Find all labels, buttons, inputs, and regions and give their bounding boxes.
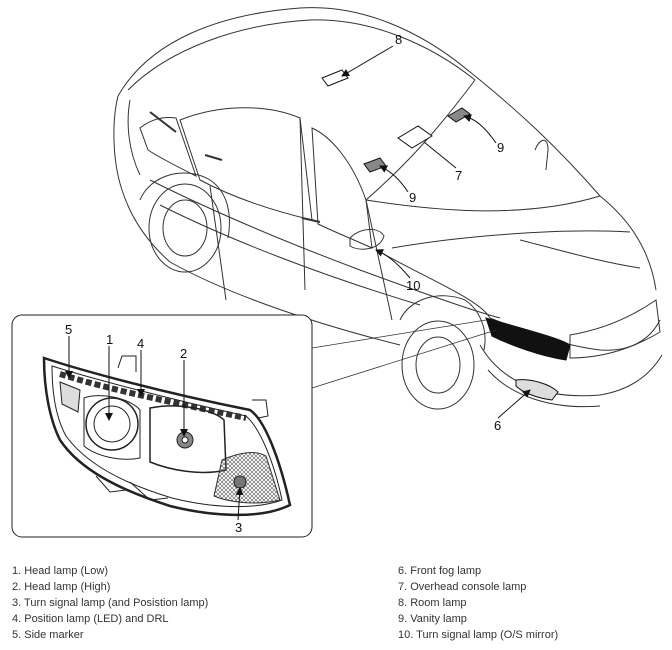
zoom-rays: [311, 319, 497, 389]
callout-labels: 1 2 3 4 5 6 7 8 9 9 10: [65, 32, 504, 535]
legend-right-column: 6. Front fog lamp 7. Overhead console la…: [398, 563, 558, 643]
legend-item-room-lamp: 8. Room lamp: [398, 597, 467, 609]
legend-item-vanity-lamp: 9. Vanity lamp: [398, 613, 467, 625]
legend-item-front-fog-lamp: 6. Front fog lamp: [398, 565, 482, 577]
inset-leader-lines: [65, 336, 244, 521]
car-fog-lamp: [515, 379, 559, 401]
legend-left-column: 1. Head lamp (Low) 2. Head lamp (High) 3…: [12, 563, 208, 643]
legend-item-position-lamp-drl: 4. Position lamp (LED) and DRL: [12, 613, 169, 625]
callout-3: 3: [235, 520, 242, 535]
callout-10: 10: [406, 278, 420, 293]
vehicle-lamp-location-diagram: 1 2 3 4 5 6 7 8 9 9 10: [11, 7, 663, 538]
legend-item-overhead-console-lamp: 7. Overhead console lamp: [398, 581, 527, 593]
legend-item-mirror-turn-signal-lamp: 10. Turn signal lamp (O/S mirror): [398, 629, 559, 641]
callout-9-upper: 9: [497, 140, 504, 155]
callout-4: 4: [137, 336, 144, 351]
callout-1: 1: [106, 332, 113, 347]
legend-item-side-marker: 5. Side marker: [12, 629, 84, 641]
car-body-outline: [113, 7, 663, 410]
headlamp-detail-drawing: [42, 355, 292, 517]
callout-9-lower: 9: [409, 190, 416, 205]
legend-item-head-lamp-low: 1. Head lamp (Low): [12, 565, 108, 577]
callout-8: 8: [395, 32, 402, 47]
callout-2: 2: [180, 346, 187, 361]
legend-item-turn-signal-lamp: 3. Turn signal lamp (and Posistion lamp): [12, 597, 209, 609]
callout-7: 7: [455, 168, 462, 183]
callout-6: 6: [494, 418, 501, 433]
leader-lines: [341, 45, 531, 419]
callout-5: 5: [65, 322, 72, 337]
legend-item-head-lamp-high: 2. Head lamp (High): [12, 581, 111, 593]
car-headlamp: [485, 317, 571, 361]
